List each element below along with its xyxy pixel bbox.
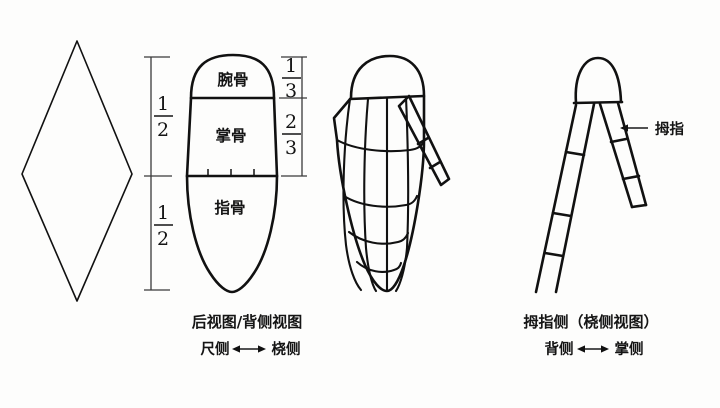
bone-label-carpal: 腕骨 [217,70,248,89]
fraction-denominator: 2 [157,228,169,250]
divider-ticks [207,169,255,176]
fraction-denominator: 3 [285,80,297,102]
radial-subcaption-left: 背侧 [545,340,574,358]
dorsal-subcaption-right: 桡侧 [272,340,301,358]
radial-subcaption-right: 掌侧 [615,340,644,358]
callout-arrow-head [620,124,628,132]
fraction-numerator: 1 [157,202,169,224]
rhombus-shape [21,40,133,302]
fraction-right-lower: 2 3 [282,111,301,159]
fraction-numerator: 1 [157,93,169,115]
fraction-denominator: 2 [157,119,169,141]
dorsal-bone-outline [185,53,279,294]
left-proportion-bracket [144,56,172,291]
segmented-hand-grid [332,54,451,293]
dorsal-view-caption: 后视图/背侧视图 [192,313,302,331]
fraction-numerator: 2 [285,111,297,133]
radial-view-caption: 拇指侧（桡侧视图） [523,313,658,331]
radial-thumb-side-view [534,56,648,294]
thumb-callout-label: 拇指 [655,120,684,138]
dorsal-subcaption-left: 尺侧 [201,340,230,358]
right-proportion-bracket [279,56,307,177]
thumb-callout [620,124,648,132]
double-arrow-icon [577,345,609,353]
fraction-left-lower: 1 2 [154,202,173,250]
dorsal-view-subcaption: 尺侧 桡侧 [201,340,301,358]
fraction-left-upper: 1 2 [154,93,173,141]
fraction-denominator: 3 [285,137,297,159]
bone-label-metacarpal: 掌骨 [215,126,246,145]
radial-view-subcaption: 背侧 掌侧 [545,340,644,358]
fraction-right-upper: 1 3 [282,55,301,102]
fraction-numerator: 1 [285,55,297,77]
double-arrow-icon [232,345,266,353]
bone-label-phalange: 指骨 [214,198,245,217]
